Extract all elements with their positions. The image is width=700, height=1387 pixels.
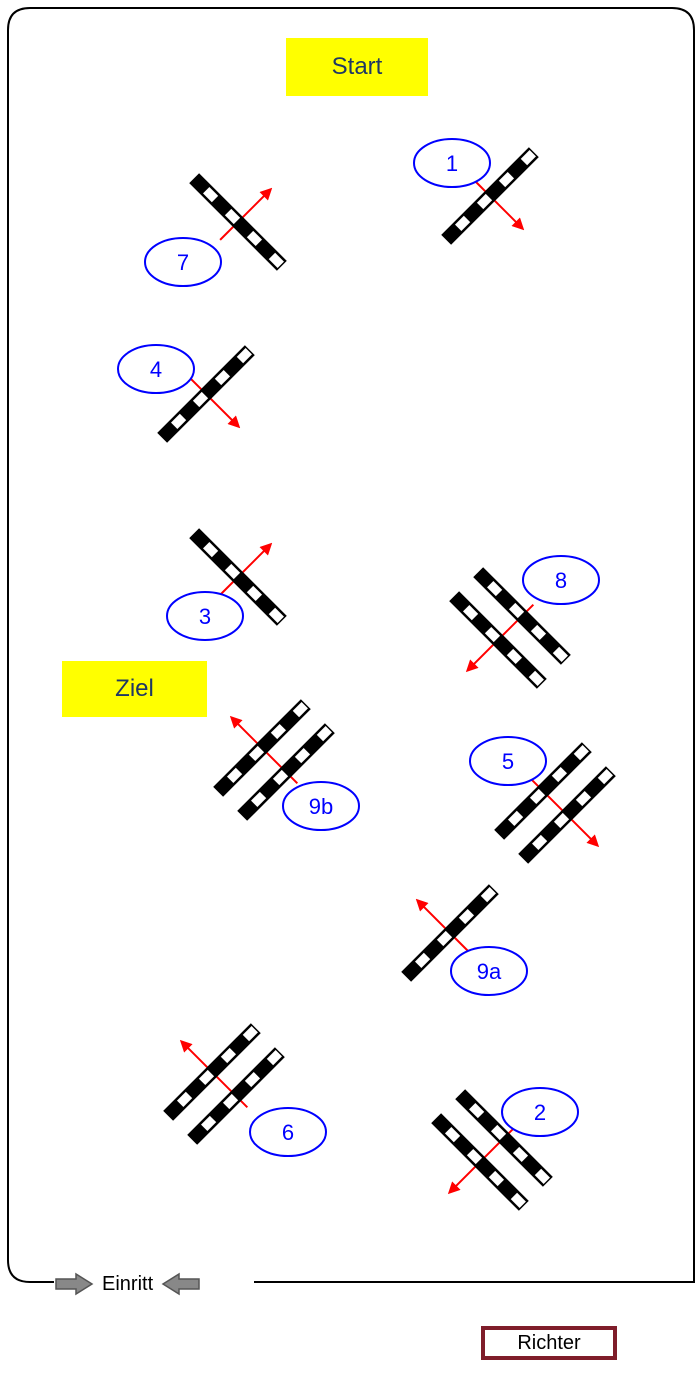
obstacle-number-badge	[413, 138, 491, 188]
obstacle-9b: 9b	[213, 699, 360, 831]
obstacle-7: 7	[144, 173, 287, 287]
obstacle-number: 4	[150, 357, 162, 382]
rail	[189, 528, 287, 626]
rail	[189, 173, 287, 271]
rail	[187, 1047, 285, 1145]
obstacle-number-badge	[469, 736, 547, 786]
obstacle-2: 2	[431, 1087, 579, 1211]
obstacle-number-badge	[249, 1107, 327, 1157]
direction-arrow	[415, 898, 469, 952]
rail	[518, 766, 616, 864]
obstacle-number: 1	[446, 151, 458, 176]
obstacle-number: 5	[502, 749, 514, 774]
obstacle-4: 4	[117, 344, 255, 443]
entry-marker: Einritt	[54, 1266, 254, 1302]
obstacle-number-badge	[117, 344, 195, 394]
obstacle-5: 5	[469, 736, 616, 864]
arrow-left-icon	[161, 1272, 200, 1296]
obstacle-1: 1	[413, 138, 539, 245]
entry-label: Einritt	[102, 1272, 154, 1295]
obstacle-number-badge	[282, 781, 360, 831]
start-label: Start	[286, 38, 428, 96]
obstacle-number-badge	[144, 237, 222, 287]
obstacle-3: 3	[166, 528, 287, 641]
rail	[163, 1023, 261, 1121]
rail	[473, 567, 571, 665]
direction-arrow	[471, 177, 525, 231]
obstacle-number: 8	[555, 568, 567, 593]
rail	[157, 345, 255, 443]
obstacle-number: 3	[199, 604, 211, 629]
rail	[441, 147, 539, 245]
rail	[455, 1089, 553, 1187]
obstacle-number: 6	[282, 1120, 294, 1145]
obstacle-number: 7	[177, 250, 189, 275]
obstacle-number: 9b	[309, 794, 333, 819]
obstacle-6: 6	[163, 1023, 327, 1157]
arena-outline	[7, 7, 695, 1283]
judge-position: Richter	[481, 1326, 617, 1360]
rail	[237, 723, 335, 821]
obstacle-number: 9a	[477, 959, 502, 984]
arrow-right-icon	[55, 1272, 94, 1296]
finish-label: Ziel	[62, 661, 207, 717]
rail	[494, 742, 592, 840]
obstacle-8: 8	[449, 555, 600, 689]
rail	[401, 884, 499, 982]
rail	[449, 591, 547, 689]
obstacle-number-badge	[450, 946, 528, 996]
obstacle-number-badge	[501, 1087, 579, 1137]
rail	[213, 699, 311, 797]
rail	[431, 1113, 529, 1211]
obstacle-number: 2	[534, 1100, 546, 1125]
direction-arrow	[219, 542, 273, 596]
obstacles-layer: 1 7 4 3 8 9b 5 9a 6 2	[117, 138, 616, 1211]
obstacle-number-badge	[166, 591, 244, 641]
obstacle-9a: 9a	[401, 884, 528, 996]
direction-arrow	[219, 187, 273, 241]
obstacle-number-badge	[522, 555, 600, 605]
direction-arrow	[187, 375, 241, 429]
